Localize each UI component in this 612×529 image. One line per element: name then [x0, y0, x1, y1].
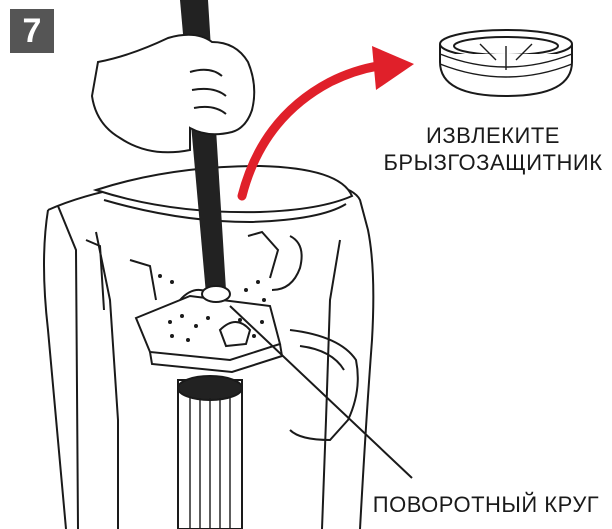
- splash-guard-icon: [439, 29, 573, 98]
- turntable-callout: ПОВОРОТНЫЙ КРУГ: [372, 492, 600, 517]
- turntable-holes: [158, 274, 266, 342]
- arrow-icon: [237, 46, 414, 201]
- step-number-badge: 7: [10, 9, 54, 53]
- splash-guard-label-line1: ИЗВЛЕКИТЕ: [426, 123, 560, 148]
- turntable-leader-line: [229, 305, 413, 479]
- splash-guard-callout: ИЗВЛЕКИТЕ БРЫЗГОЗАЩИТНИК: [382, 122, 604, 176]
- hand-icon: [90, 33, 256, 154]
- splash-guard-label-line2: БРЫЗГОЗАЩИТНИК: [383, 150, 603, 175]
- disposer-unit-icon: [43, 164, 375, 529]
